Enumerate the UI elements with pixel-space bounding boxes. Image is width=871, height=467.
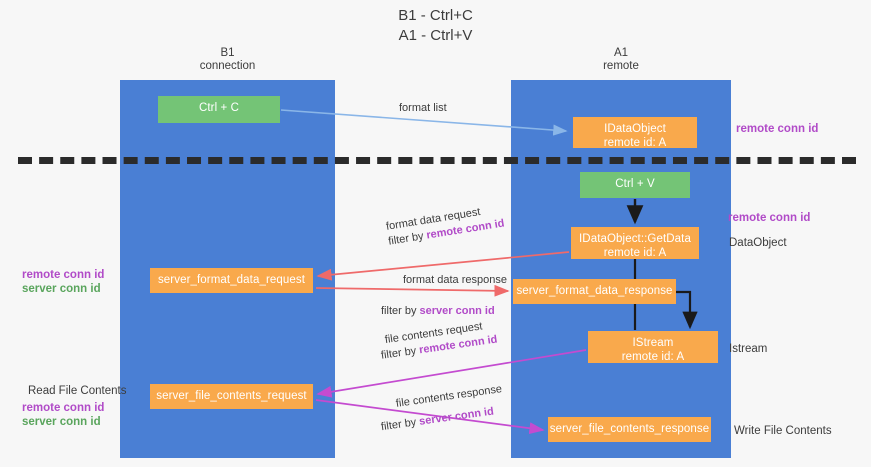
- node-istream-line2: remote id: A: [621, 351, 685, 363]
- column-header-b1-sub: connection: [199, 60, 256, 72]
- column-header-b1: B1 connection: [120, 47, 335, 73]
- annotation-left-server-conn-id-2: server conn id: [22, 416, 101, 428]
- annotation-left-conn-ids-bottom: remote conn id server conn id: [22, 401, 104, 429]
- node-server-format-data-response[interactable]: server_format_data_response: [513, 279, 676, 304]
- edge-label-format-data-response: format data response filter by server co…: [381, 273, 507, 319]
- node-ctrl-c[interactable]: Ctrl + C: [158, 96, 280, 123]
- filter-prefix: filter by: [381, 305, 420, 317]
- edge-label-format-list: format list: [399, 101, 447, 116]
- node-idataobject-line1: IDataObject: [604, 123, 666, 135]
- node-idataobject-line2: remote id: A: [603, 137, 667, 149]
- node-server-format-data-request-label: server_format_data_request: [157, 274, 306, 286]
- annotation-left-conn-ids-top: remote conn id server conn id: [22, 268, 104, 296]
- node-server-file-contents-request[interactable]: server_file_contents_request: [150, 384, 313, 409]
- node-server-file-contents-request-label: server_file_contents_request: [156, 390, 307, 402]
- annotation-remote-conn-id-mid: remote conn id: [728, 212, 811, 224]
- column-header-b1-name: B1: [220, 47, 235, 59]
- node-server-format-data-response-label: server_format_data_response: [516, 285, 673, 297]
- node-idataobject-getdata[interactable]: IDataObject::GetData remote id: A: [571, 227, 699, 259]
- column-header-a1-name: A1: [613, 47, 629, 59]
- annotation-istream: Istream: [729, 343, 768, 355]
- filter-id: server conn id: [418, 405, 495, 428]
- column-header-a1: A1 remote: [511, 47, 731, 73]
- annotation-write-file-contents: Write File Contents: [734, 425, 832, 437]
- node-getdata-line2: remote id: A: [603, 247, 667, 259]
- node-getdata-line1: IDataObject::GetData: [579, 233, 691, 245]
- section-divider: [18, 157, 856, 164]
- node-server-file-contents-response-label: server_file_contents_response: [549, 423, 710, 435]
- node-ctrl-v-label: Ctrl + V: [615, 178, 655, 190]
- node-istream-line1: IStream: [632, 337, 674, 349]
- filter-prefix: filter by: [380, 415, 421, 434]
- column-header-a1-sub: remote: [603, 60, 639, 72]
- annotation-left-remote-conn-id: remote conn id: [22, 269, 105, 281]
- annotation-left-server-conn-id: server conn id: [22, 283, 101, 295]
- node-server-format-data-request[interactable]: server_format_data_request: [150, 268, 313, 293]
- node-idataobject[interactable]: IDataObject remote id: A: [573, 117, 697, 149]
- edge-label-format-list-text: format list: [399, 102, 447, 114]
- edge-label-format-data-response-line2: filter by server conn id: [381, 304, 507, 319]
- annotation-dataobject: DataObject: [729, 237, 787, 249]
- filter-prefix: filter by: [380, 344, 421, 362]
- annotation-left-remote-conn-id-2: remote conn id: [22, 402, 105, 414]
- annotation-read-file-contents: Read File Contents: [28, 385, 127, 397]
- title-line-1: B1 - Ctrl+C: [398, 7, 473, 24]
- diagram-title: B1 - Ctrl+C A1 - Ctrl+V: [0, 6, 871, 46]
- annotation-remote-conn-id-top: remote conn id: [736, 123, 819, 135]
- node-istream[interactable]: IStream remote id: A: [588, 331, 718, 363]
- title-line-2: A1 - Ctrl+V: [398, 27, 473, 44]
- node-ctrl-c-label: Ctrl + C: [198, 102, 240, 114]
- filter-id: server conn id: [419, 305, 495, 317]
- edge-label-format-data-request: format data request filter by remote con…: [385, 202, 506, 250]
- edge-label-format-data-response-line1: format data response: [403, 274, 507, 286]
- edge-label-file-contents-response: file contents response filter by server …: [380, 382, 506, 433]
- edge-label-file-contents-request: file contents request filter by remote c…: [378, 318, 498, 364]
- node-server-file-contents-response[interactable]: server_file_contents_response: [548, 417, 711, 442]
- node-ctrl-v[interactable]: Ctrl + V: [580, 172, 690, 198]
